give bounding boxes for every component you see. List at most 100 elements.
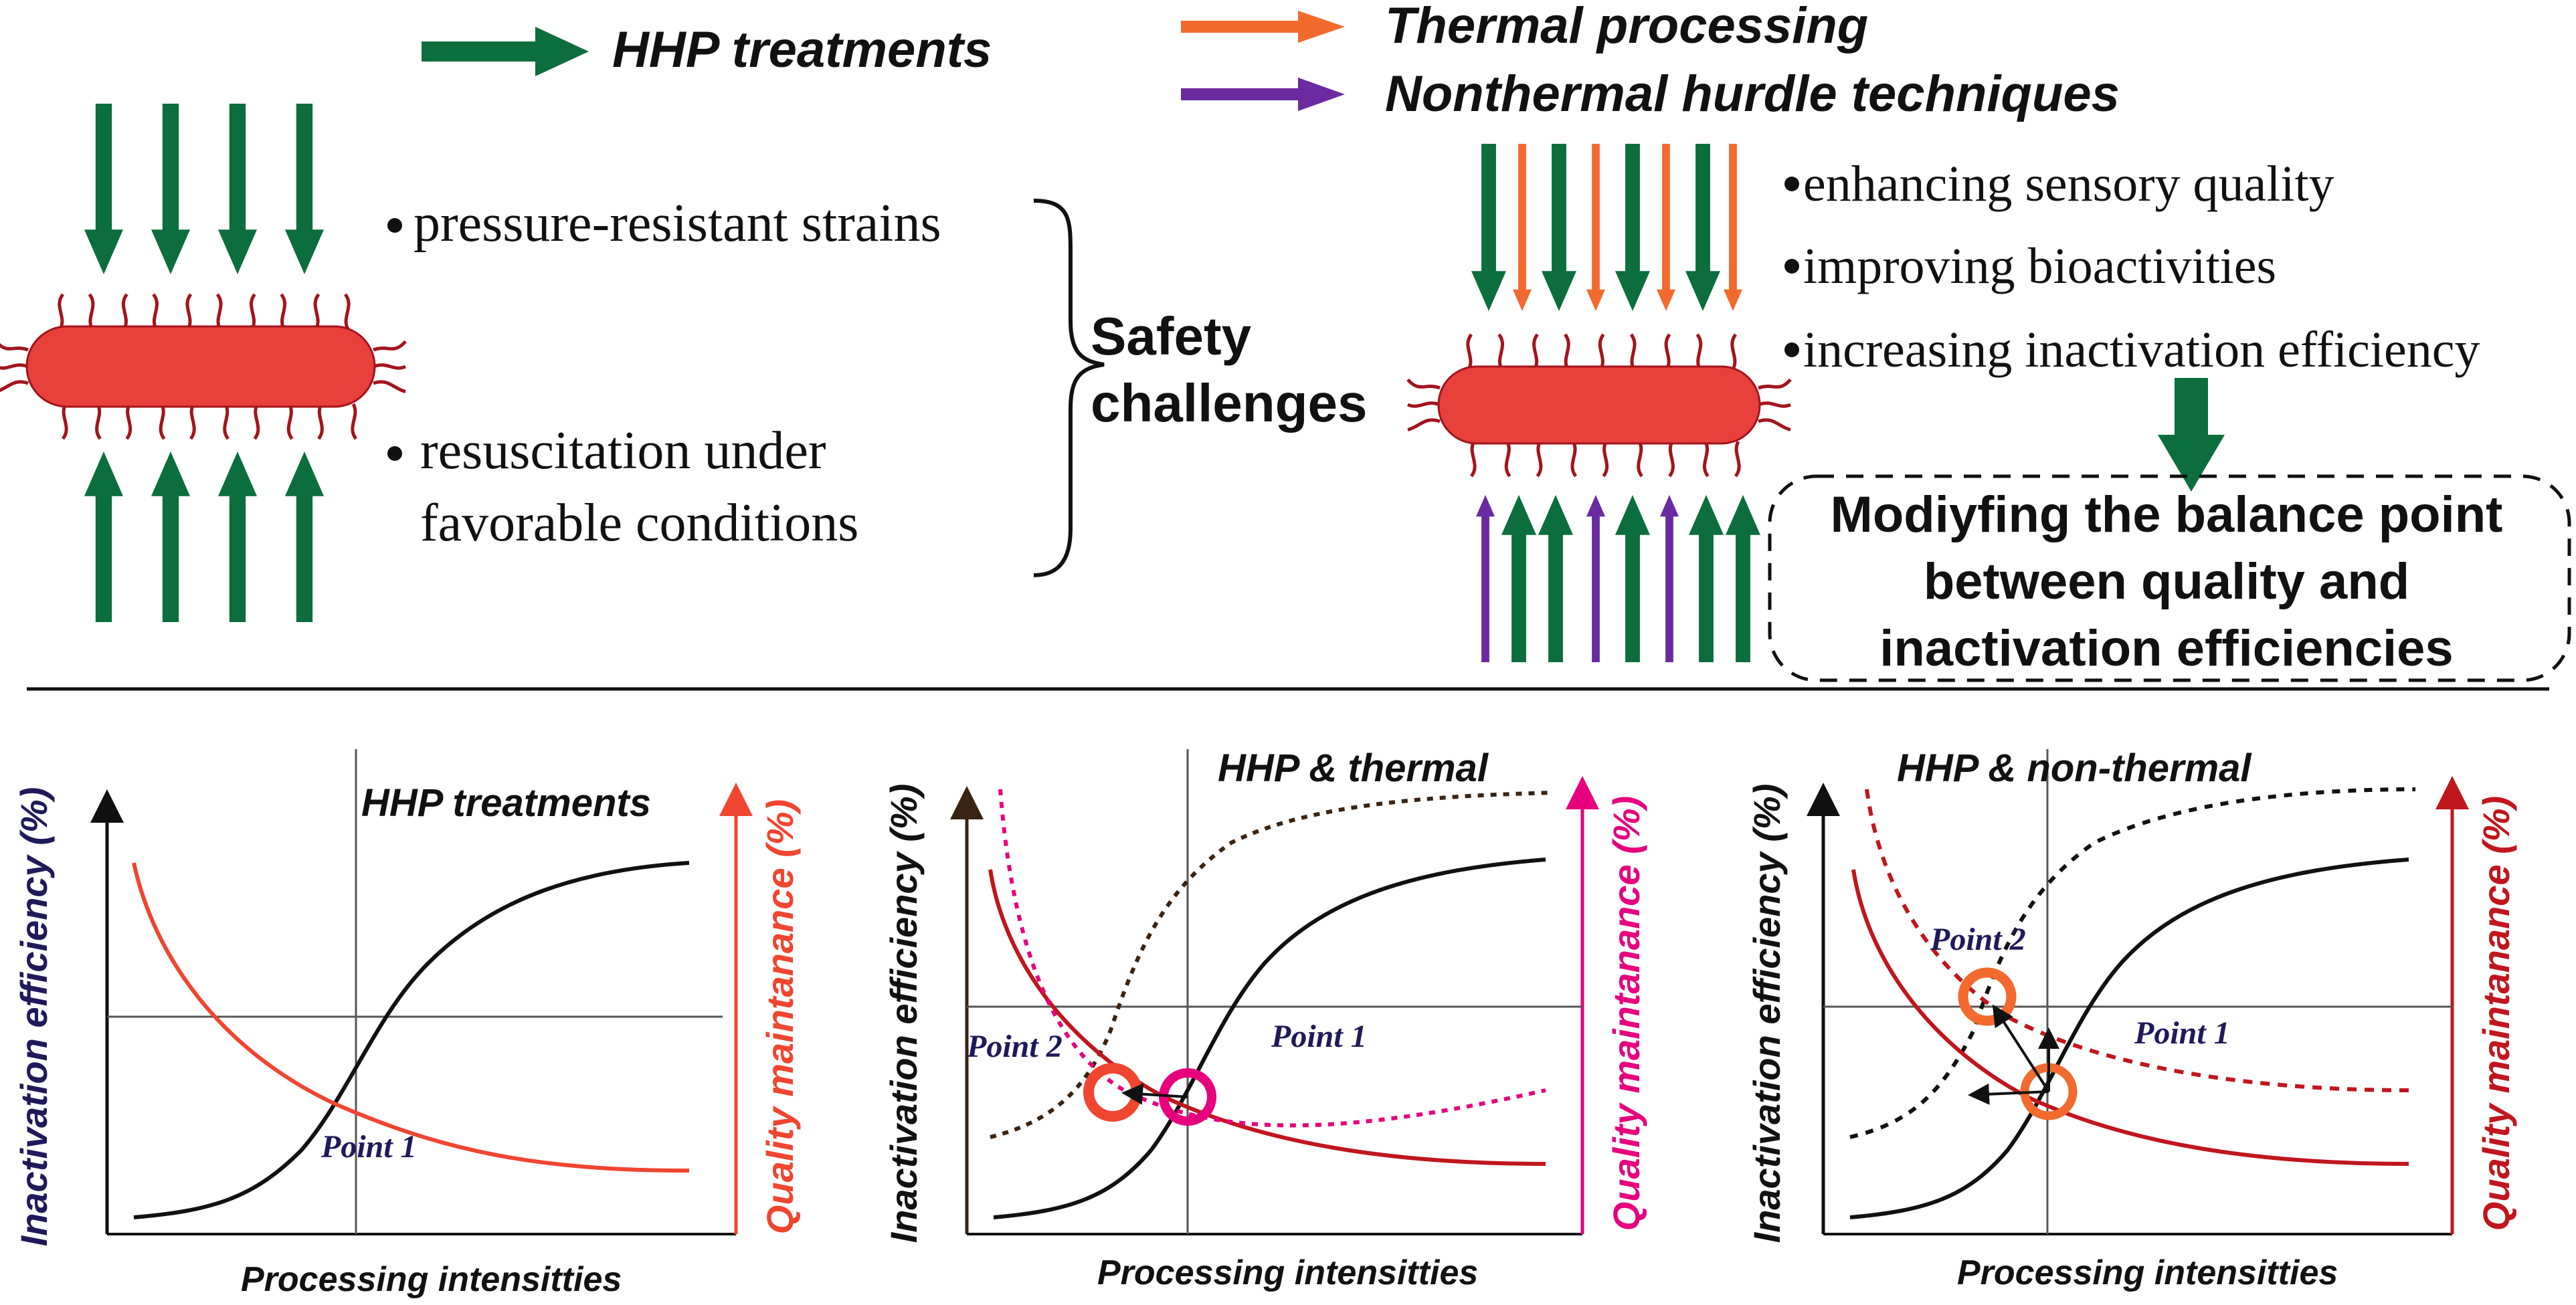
x-axis-label: Processing intensitties [1097, 1253, 1478, 1292]
flagellum [1497, 333, 1504, 371]
x-axis-label: Processing intensitties [1957, 1253, 2338, 1292]
x-axis-label: Processing intensitties [241, 1260, 622, 1299]
flagellum [1564, 333, 1570, 371]
legend-item-nonthermal: Nonthermal hurdle techniques [1181, 66, 2120, 122]
hhp-arrow-up [151, 451, 190, 622]
bullet-dot [387, 218, 402, 233]
point-1-label: Point 1 [320, 1129, 417, 1165]
flagellum [1758, 401, 1792, 408]
inactivation-curve [133, 861, 690, 1219]
quality-curve-hhp [1851, 869, 2409, 1166]
hhp-arrow-up [1615, 495, 1650, 662]
safety-line-1: Safety [1091, 306, 1252, 366]
flagellum [1664, 333, 1671, 371]
flagellum [152, 293, 159, 330]
bullet-dot [387, 446, 402, 461]
legend-label-nonthermal: Nonthermal hurdle techniques [1385, 66, 2120, 122]
flagellum [1703, 440, 1710, 478]
flagellum [317, 403, 324, 440]
hhp-arrow-up [285, 451, 324, 622]
chart-title: HHP treatments [361, 781, 651, 825]
flagellum [185, 293, 193, 330]
flagellum [1504, 440, 1511, 478]
hhp-arrow-down [1685, 144, 1720, 311]
thermal-arrow-down [1513, 144, 1532, 311]
y-axis-label-left: Inactivation efficiency (%) [1746, 784, 1788, 1243]
chart-hhp-thermal: HHP & thermal Point 1 Point 2 Processing… [883, 746, 1647, 1292]
flagellum [223, 403, 230, 440]
flagellum [373, 363, 407, 370]
hhp-arrow-down [1542, 144, 1576, 311]
flagellum [1668, 440, 1675, 478]
flagellum [351, 403, 358, 440]
hhp-arrow-up [1689, 495, 1724, 662]
nonthermal-arrow-up [1586, 495, 1605, 662]
flagellum [1532, 333, 1539, 371]
flagellum [1469, 440, 1477, 478]
flagellum [1734, 440, 1741, 478]
hhp-arrow-icon [422, 27, 589, 76]
flagellum [1602, 440, 1609, 478]
hhp-arrow-up [1726, 495, 1760, 662]
flagellum [0, 380, 29, 393]
legend-label-hhp: HHP treatments [612, 21, 992, 78]
point-2-label: Point 2 [966, 1029, 1063, 1064]
y-axis-label-left: Inactivation efficiency (%) [13, 787, 55, 1247]
hhp-arrow-down [151, 104, 190, 274]
nonthermal-arrow-up [1660, 495, 1679, 662]
chart-hhp: HHP treatments Point 1 Processing intens… [13, 749, 801, 1299]
down-arrow-to-box [2158, 378, 2225, 492]
flagellum [58, 293, 65, 330]
flagellum [1695, 333, 1703, 371]
balance-point-box [1768, 474, 2571, 682]
y-axis-label-right: Quality maintanance (%) [2475, 796, 2517, 1231]
flagellum [1406, 378, 1441, 390]
flagellum [1598, 333, 1605, 371]
combined-arrows-bottom [1476, 495, 1760, 662]
shift-arrow [1121, 1083, 1188, 1105]
bacterium-right [1406, 333, 1792, 478]
flagellum [0, 342, 29, 352]
flagellum [1758, 418, 1791, 431]
hhp-arrow-up [1538, 495, 1573, 662]
flagellum [1637, 440, 1643, 478]
flagellum [189, 403, 196, 440]
nonthermal-arrow-up [1476, 495, 1495, 662]
hhp-arrow-down [1615, 144, 1650, 311]
left-bullet-1: pressure-resistant strains [413, 194, 941, 253]
bacterium-body-right [1437, 365, 1761, 445]
thermal-arrow-down [1586, 144, 1605, 311]
combined-arrows-top [1471, 144, 1742, 311]
bullet-dot [1784, 342, 1799, 357]
flagellum [373, 340, 407, 352]
flagellum [1629, 333, 1637, 371]
quality-curve-combined [1865, 789, 2409, 1092]
balance-line-2: between quality and [1924, 553, 2409, 610]
flagellum [122, 293, 128, 330]
point-2-label: Point 2 [1930, 922, 2026, 957]
flagellum [253, 403, 260, 440]
hhp-arrow-down [84, 104, 123, 274]
inactivation-curve-combined [1849, 787, 2416, 1139]
flagellum [88, 293, 95, 330]
flagellum [1570, 440, 1578, 478]
balance-line-3: inactivation efficiencies [1879, 620, 2453, 677]
flagellum [61, 403, 68, 440]
safety-line-2: challenges [1091, 373, 1368, 433]
right-bullets: enhancing sensory quality improving bioa… [1784, 156, 2480, 378]
right-bullet-3: increasing inactivation efficiency [1803, 322, 2480, 378]
hhp-pressure-arrows-top [84, 104, 324, 274]
chart-hhp-nonthermal: HHP & non-thermal Point 1 Point 2 Proces… [1746, 746, 2517, 1292]
quality-curve-combined [998, 789, 1546, 1128]
flagellum [1466, 333, 1473, 371]
thermal-arrow-down [1724, 144, 1742, 311]
left-bullet-2b: favorable conditions [420, 494, 858, 553]
chart-title: HHP & non-thermal [1897, 746, 2252, 790]
point-1-label: Point 1 [1271, 1019, 1367, 1054]
hhp-pressure-arrows-bottom [84, 451, 324, 622]
bacterium-body-left [25, 325, 376, 408]
flagellum [1407, 418, 1441, 431]
flagellum [1758, 378, 1792, 390]
thermal-arrow-down [1657, 144, 1675, 311]
right-bullet-2: improving bioactivities [1803, 238, 2276, 294]
